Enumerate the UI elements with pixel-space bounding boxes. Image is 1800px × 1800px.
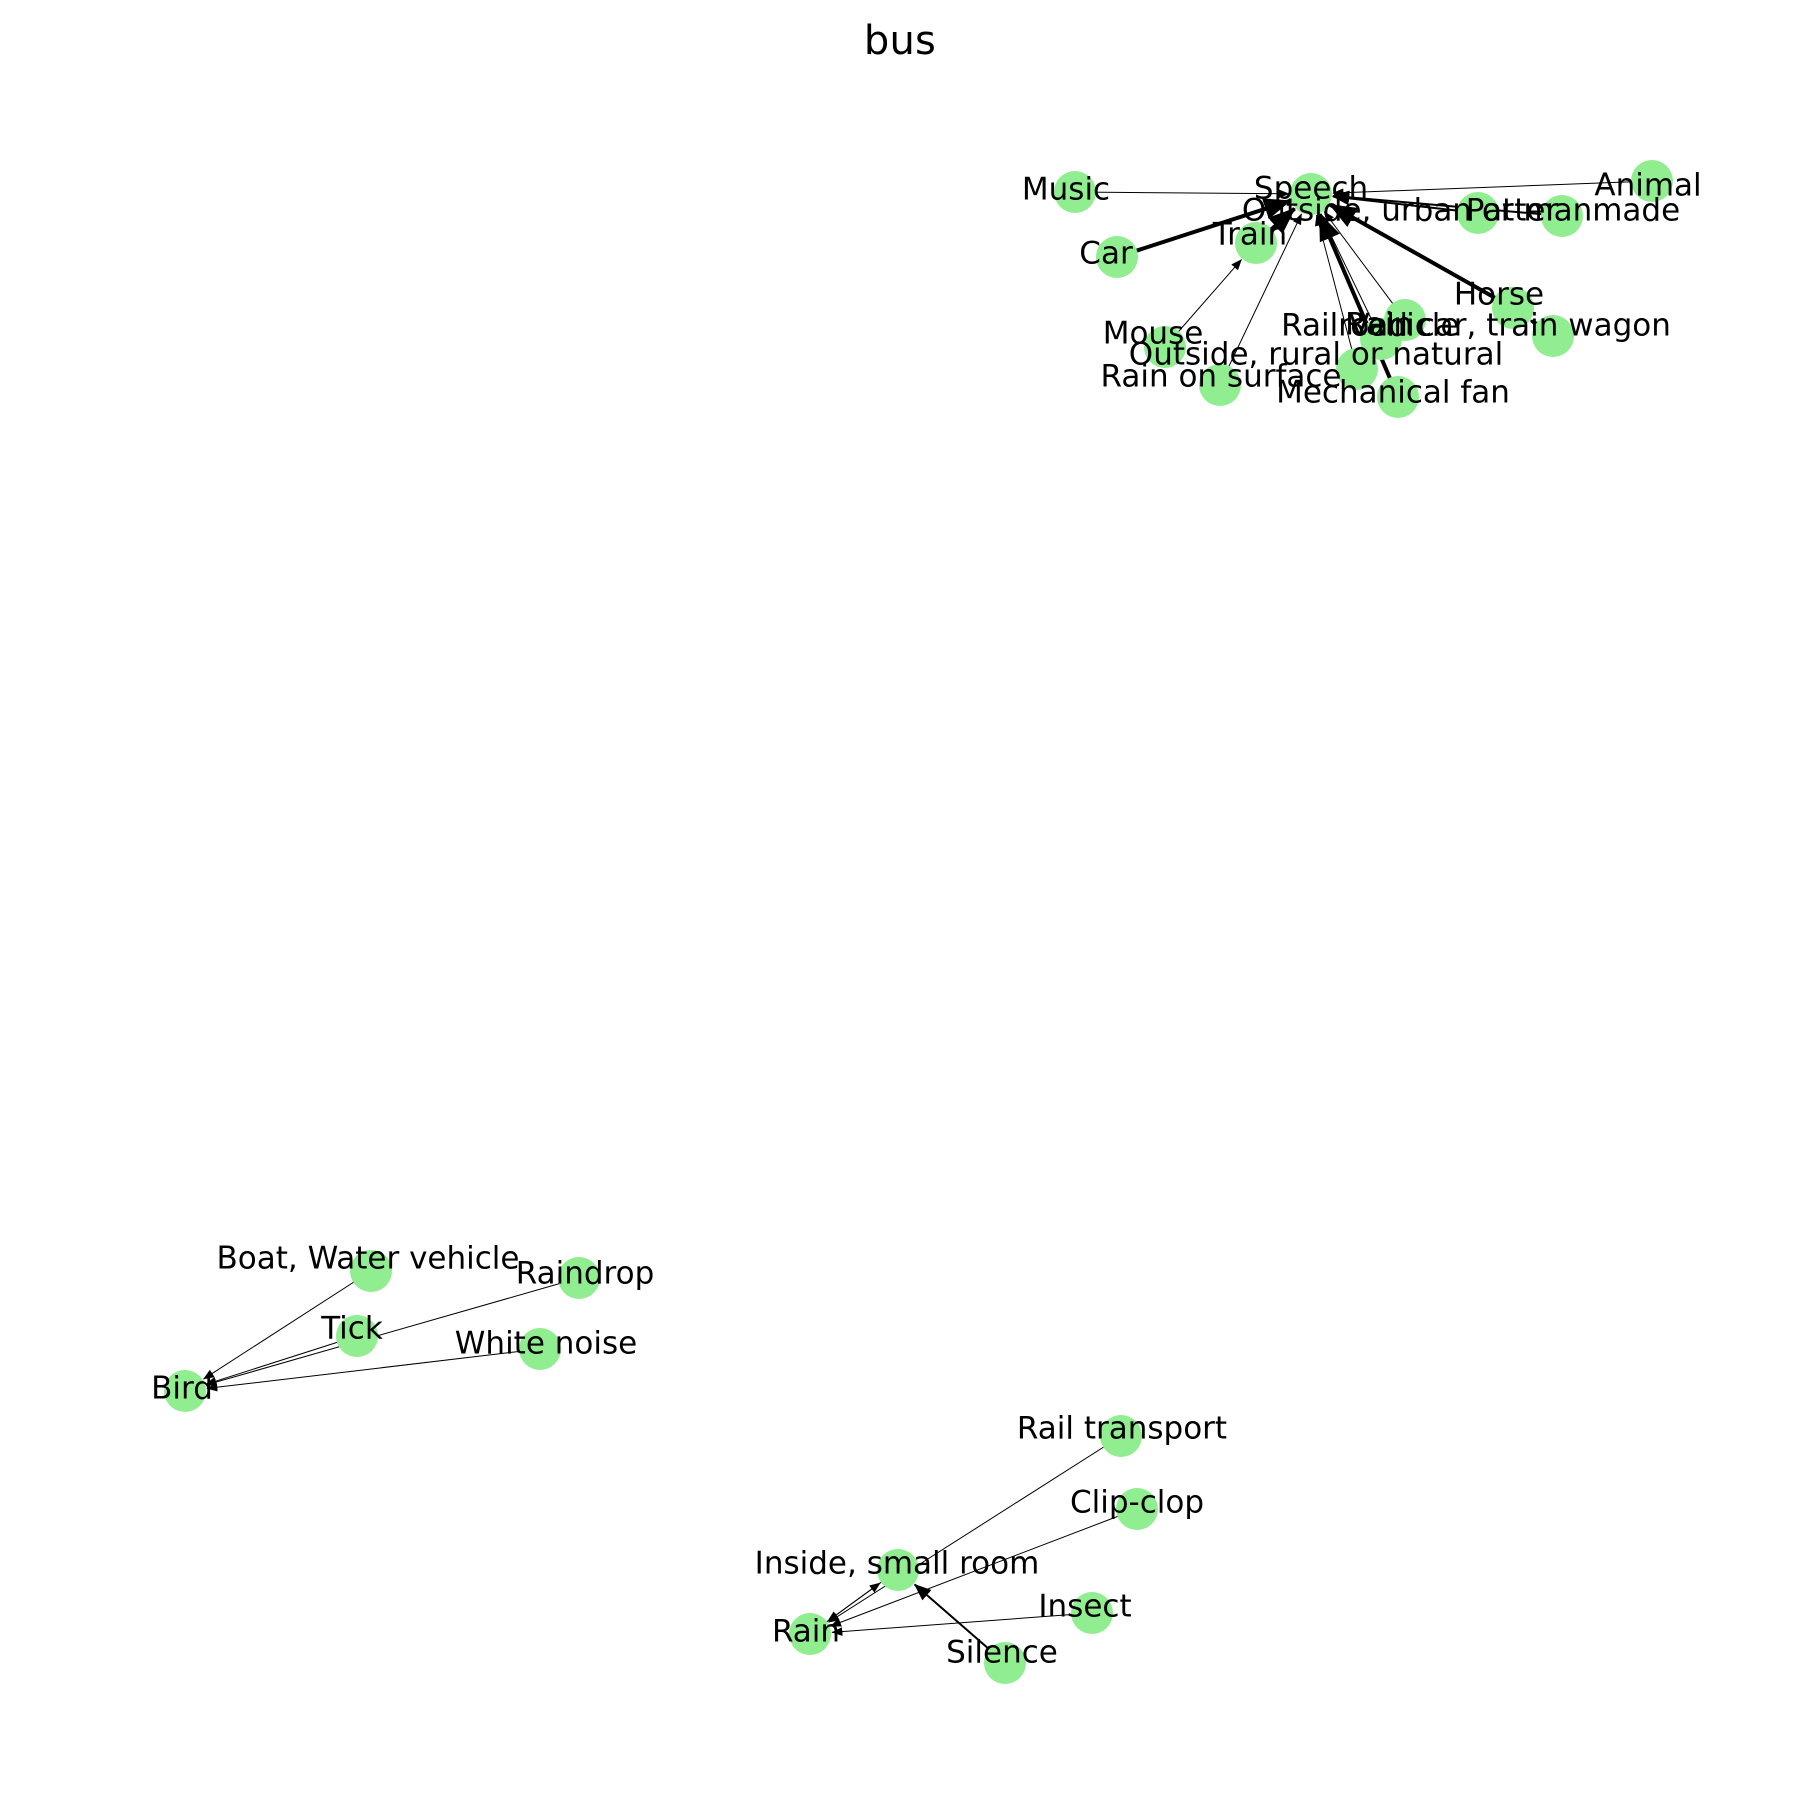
graph-node[interactable] (1096, 236, 1138, 278)
graph-node[interactable] (519, 1328, 561, 1370)
graph-node-label: Train (1212, 216, 1288, 253)
graph-node[interactable] (1290, 173, 1332, 215)
graph-node-label: Outside, urban or manmade (1241, 192, 1681, 229)
graph-node[interactable] (336, 1315, 378, 1357)
graph-node-label: Silence (946, 1634, 1058, 1671)
graph-node-label: Insect (1038, 1588, 1132, 1625)
graph-node[interactable] (984, 1642, 1026, 1684)
graph-node[interactable] (1377, 376, 1419, 418)
graph-node-label: Mechanical fan (1276, 374, 1510, 411)
graph-node-label: Speech (1253, 170, 1369, 207)
graph-node-label: White noise (454, 1325, 638, 1362)
graph-node-label: Raindrop (515, 1255, 655, 1292)
graph-node[interactable] (1631, 160, 1673, 202)
graph-node-label: Patter (1465, 192, 1559, 229)
graph-node[interactable] (1071, 1592, 1113, 1634)
page-title: bus (863, 18, 937, 64)
graph-node-label: Railroad car, train wagon (1281, 307, 1671, 344)
graph-node-label: Rain (771, 1613, 841, 1650)
graph-node[interactable] (1116, 1488, 1158, 1530)
graph-node[interactable] (1235, 222, 1277, 264)
graph-node-label: Vehicle (1348, 307, 1460, 344)
graph-node-label: Clip-clop (1069, 1484, 1205, 1521)
graph-node[interactable] (1100, 1415, 1142, 1457)
graph-node-label: Rain on surface (1100, 358, 1342, 395)
graph-node-label: Rain (1344, 306, 1414, 343)
graph-node[interactable] (1199, 364, 1241, 406)
graph-node-label: Outside, rural or natural (1128, 336, 1504, 373)
graph-node-label: Rail transport (1016, 1410, 1228, 1447)
graph-node-label: Bird (151, 1370, 213, 1407)
graph-node[interactable] (558, 1257, 600, 1299)
graph-node[interactable] (1054, 171, 1096, 213)
graph-node[interactable] (789, 1613, 831, 1655)
graph-node-label: Horse (1453, 276, 1545, 313)
graph-node[interactable] (1144, 326, 1186, 368)
graph-node-label: Mouse (1102, 315, 1204, 352)
graph-node[interactable] (350, 1250, 392, 1292)
graph-node[interactable] (164, 1370, 206, 1412)
graph-node-label: Inside, small room (754, 1545, 1040, 1582)
graph-node-label: Tick (321, 1310, 383, 1347)
graph-node-label: Boat, Water vehicle (216, 1240, 520, 1277)
graph-node[interactable] (877, 1549, 919, 1591)
graph-node[interactable] (1457, 192, 1499, 234)
graph-node-label: Car (1079, 235, 1133, 272)
graph-node[interactable] (1384, 299, 1426, 341)
graph-node[interactable] (1492, 287, 1534, 329)
graph-node[interactable] (1541, 195, 1583, 237)
graph-node-label: Music (1021, 171, 1111, 208)
graph-node-label: Animal (1594, 167, 1702, 204)
graph-node[interactable] (1532, 315, 1574, 357)
